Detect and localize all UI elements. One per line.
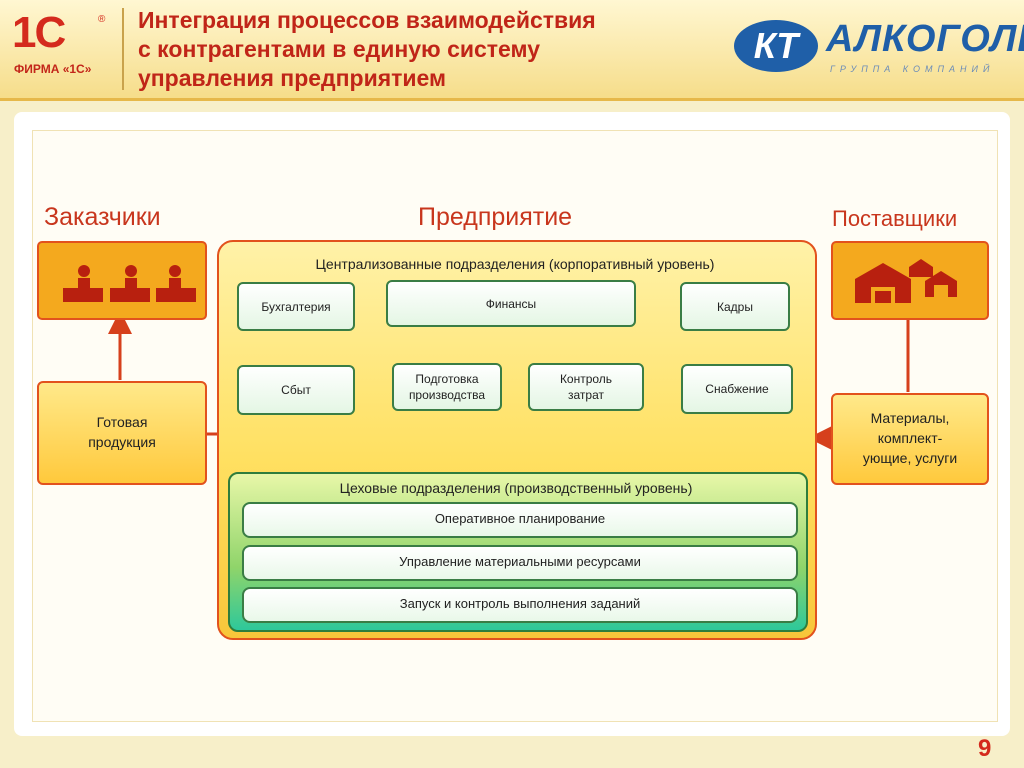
materials-box: [831, 393, 989, 485]
bar-operativnoe-planirovanie: Оперативное планирование: [242, 502, 798, 538]
logo-kt-name: АЛКОГОЛЬ: [826, 18, 1024, 60]
header: 1С ® ФИРМА «1С» Интеграция процессов вза…: [0, 0, 1024, 101]
title-line-3: управления предприятием: [138, 65, 447, 91]
finished-products-label: Готовая продукция: [37, 412, 207, 452]
page-title: Интеграция процессов взаимодействия с ко…: [138, 6, 698, 93]
logo-kt-sub: ГРУППА КОМПАНИЙ: [830, 64, 995, 74]
materials-line-3: ующие, услуги: [862, 450, 958, 466]
unit-kontrol-zatrat: Контроль затрат: [528, 363, 644, 411]
customers-title: Заказчики: [44, 203, 161, 231]
materials-line-2: комплект-: [877, 430, 943, 446]
unit-finansy: Финансы: [386, 280, 636, 327]
warehouses-icon: [855, 259, 957, 303]
registered-icon: ®: [98, 14, 106, 25]
unit-podgotovka: Подготовка производства: [392, 363, 502, 411]
title-line-2: с контрагентами в единую систему: [138, 36, 541, 62]
unit-snabzhenie: Снабжение: [681, 364, 793, 414]
people-at-desks-icon: [63, 265, 196, 302]
materials-line-1: Материалы,: [870, 410, 950, 426]
logo-1c-mark: 1С: [12, 8, 66, 57]
finished-products-line-2: продукция: [88, 434, 156, 450]
title-line-1: Интеграция процессов взаимодействия: [138, 7, 596, 33]
suppliers-title: Поставщики: [832, 206, 958, 231]
bar-upravlenie-resursami: Управление материальными ресурсами: [242, 545, 798, 581]
customers-box: [37, 241, 207, 320]
enterprise-title: Предприятие: [418, 203, 573, 231]
logo-1c-firm: ФИРМА «1С»: [14, 62, 92, 76]
finished-products-line-1: Готовая: [96, 414, 148, 430]
unit-kadry: Кадры: [680, 282, 790, 331]
logo-kt-alkogol: КТ АЛКОГОЛЬ ГРУППА КОМПАНИЙ: [734, 14, 1024, 84]
header-divider: [122, 8, 124, 90]
finished-products-box: [37, 381, 207, 485]
materials-label: Материалы, комплект- ующие, услуги: [831, 408, 989, 468]
logo-kt-mark: КТ: [734, 20, 818, 72]
page-number: 9: [978, 735, 992, 762]
unit-sbyt: Сбыт: [237, 365, 355, 415]
unit-buhgalteria: Бухгалтерия: [237, 282, 355, 331]
suppliers-box: [831, 241, 989, 320]
corporate-level-label: Централизованные подразделения (корпорат…: [315, 256, 715, 272]
logo-1c: 1С ® ФИРМА «1С»: [10, 8, 110, 88]
production-level-label: Цеховые подразделения (производственный …: [339, 480, 693, 496]
bar-zapusk-kontrol: Запуск и контроль выполнения заданий: [242, 587, 798, 623]
